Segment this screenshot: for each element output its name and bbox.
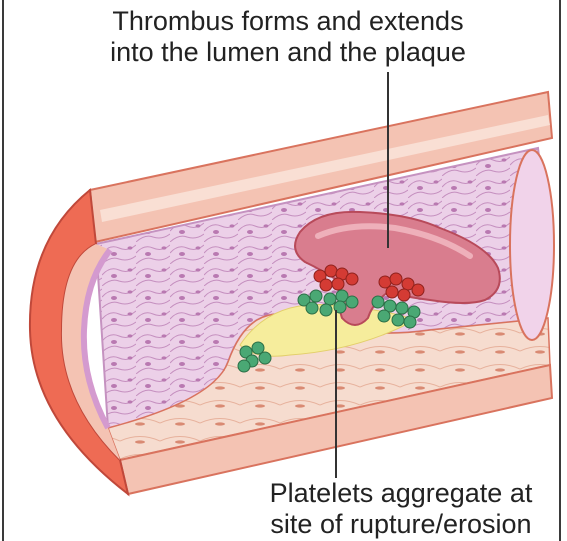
platelets-label: Platelets aggregate at site of rupture/e… (238, 478, 564, 540)
artery-far-opening (510, 150, 554, 340)
thrombus-label: Thrombus forms and extends into the lume… (62, 6, 514, 68)
